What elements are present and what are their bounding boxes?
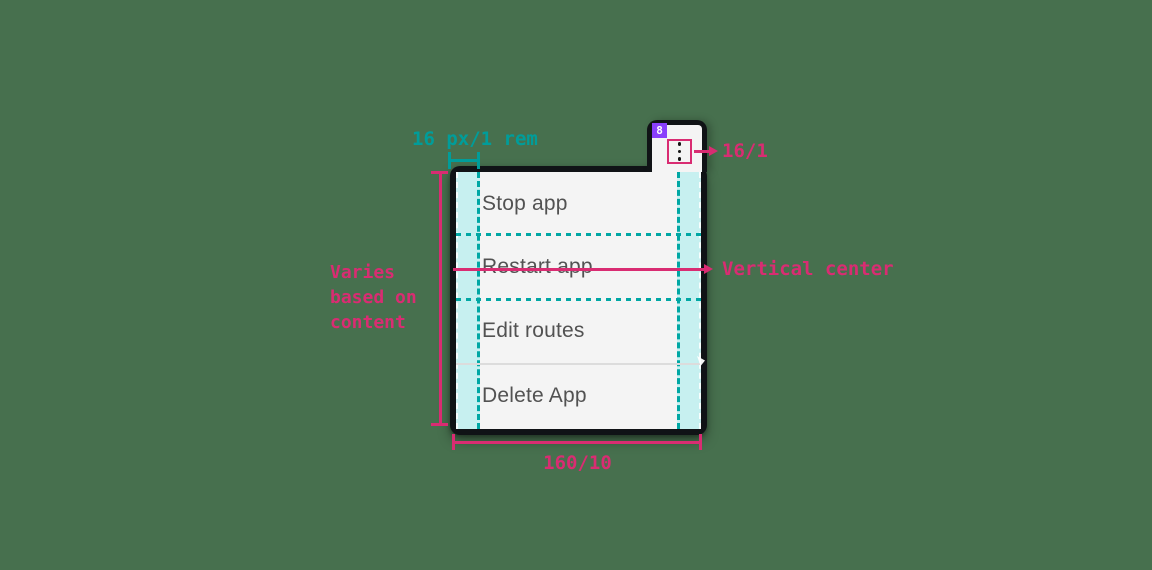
vertical-center-label: Vertical center: [722, 258, 894, 280]
menu-item-label: Edit routes: [482, 319, 585, 342]
menu-item-label: Stop app: [482, 191, 568, 215]
height-measure-bottom-cap: [431, 423, 448, 426]
width-measure-line: [453, 441, 702, 444]
menu-item-label: Restart app: [482, 255, 593, 278]
menu-item-label: Delete App: [482, 384, 587, 407]
vertical-center-arrowhead: [704, 264, 713, 274]
padding-label: 16 px/1 rem: [412, 128, 538, 150]
menu-divider: [456, 363, 701, 365]
icon-size-arrowhead: [709, 146, 718, 156]
menu-item-restart-app[interactable]: Restart app: [456, 235, 701, 299]
icon-size-leader-line: [694, 150, 711, 153]
vertical-center-line: [453, 268, 706, 271]
width-measure-right-cap: [699, 434, 702, 450]
row-boundary-dashed-line: [456, 298, 701, 301]
overflow-menu-vertical-icon[interactable]: [677, 142, 682, 161]
menu-item-stop-app[interactable]: Stop app: [456, 172, 701, 235]
height-measure-line: [439, 172, 442, 426]
step-badge: 8: [652, 123, 667, 138]
mouse-cursor: [697, 356, 705, 366]
height-label: Varies based on content: [330, 262, 417, 333]
icon-size-label: 16/1: [722, 140, 768, 162]
menu-item-edit-routes[interactable]: Edit routes: [456, 299, 701, 363]
width-label: 160/10: [543, 452, 612, 474]
icon-measure-box: [667, 139, 692, 164]
padding-bracket-bar: [448, 159, 480, 162]
menu-item-delete-app[interactable]: Delete App: [456, 363, 701, 429]
row-boundary-dashed-line: [456, 233, 701, 236]
